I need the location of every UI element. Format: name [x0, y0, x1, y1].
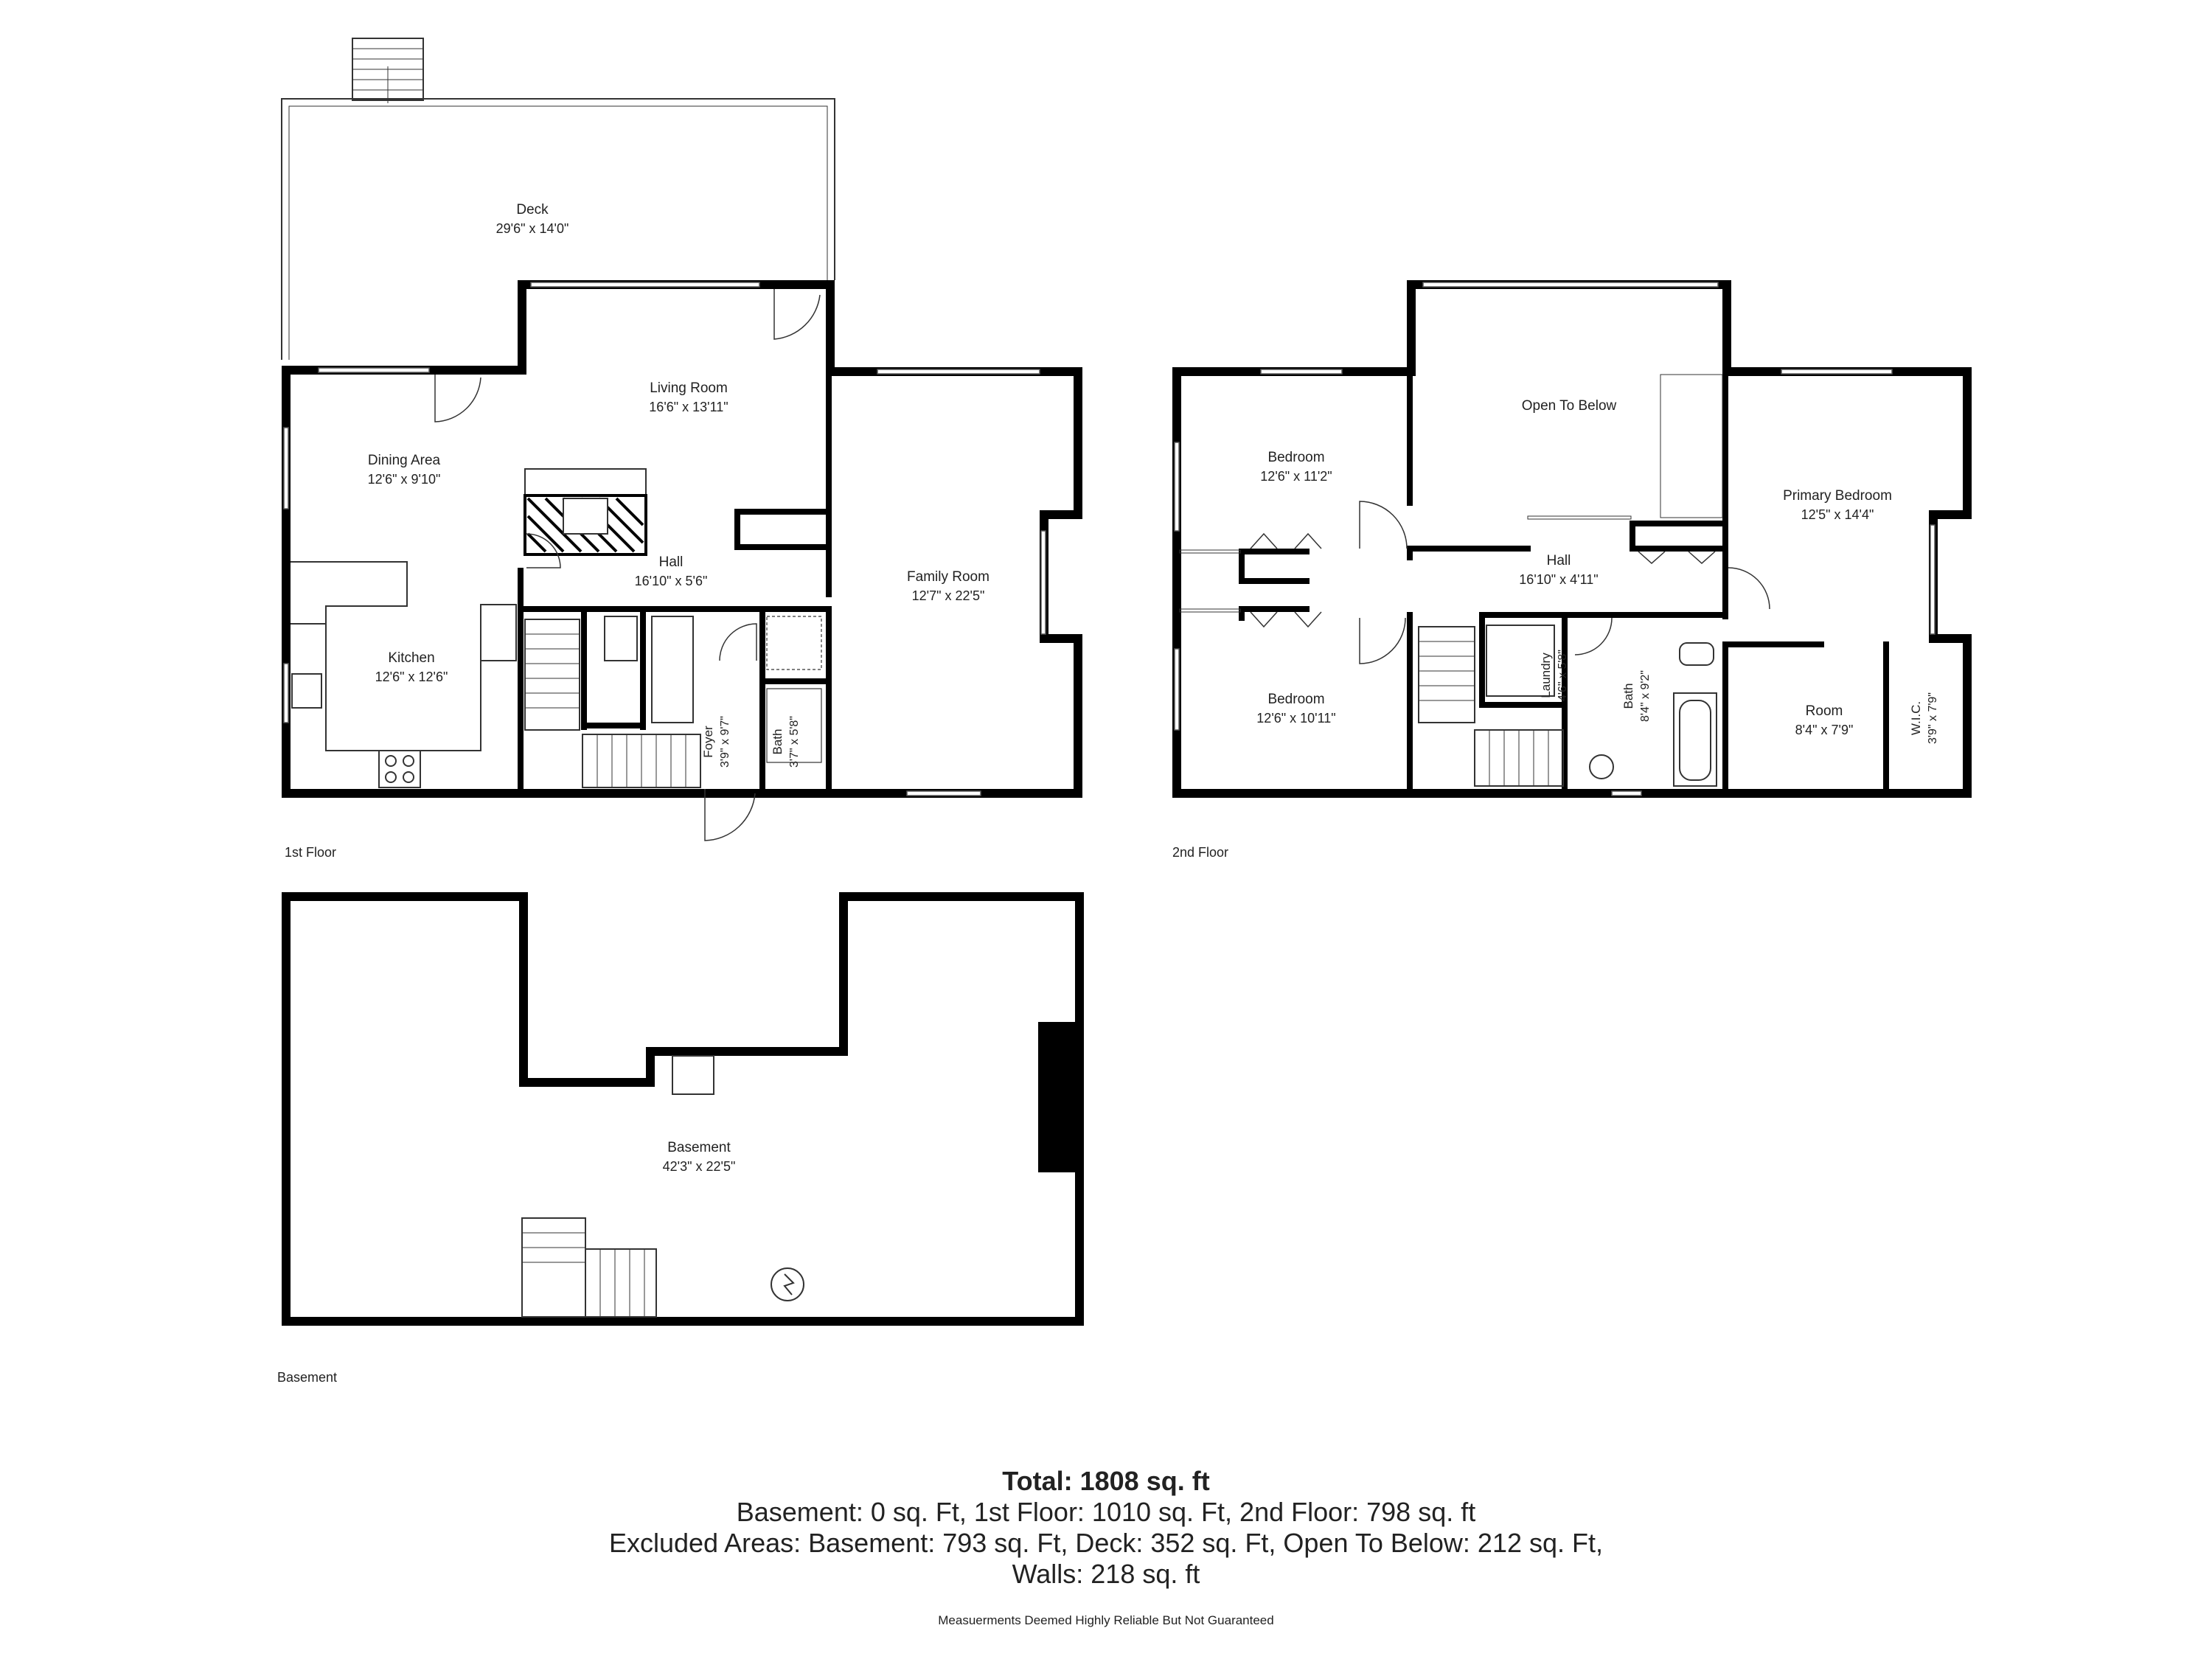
room-dim: 3'7" x 5'8"	[788, 716, 801, 768]
room-name: Living Room	[650, 380, 728, 396]
room-name: Foyer	[701, 726, 715, 758]
total-area: Total: 1808 sq. ft	[1002, 1466, 1210, 1496]
room-dim: 16'10" x 5'6"	[635, 574, 708, 588]
second-floor-walls	[1172, 280, 1972, 798]
room-label-open-below: Open To Below	[1522, 398, 1617, 414]
room-label-family: Family Room 12'7" x 22'5"	[907, 569, 990, 603]
room-name: Open To Below	[1522, 398, 1617, 414]
first-floor-plan: Deck 29'6" x 14'0" Living Room 16'6" x 1…	[281, 38, 1082, 860]
second-floor-plan: Bedroom 12'6" x 11'2" Open To Below Prim…	[1172, 280, 1972, 860]
basement-plan: Basement 42'3" x 22'5" Basement	[277, 892, 1084, 1385]
room-name: Bath	[1621, 684, 1635, 709]
room-dim: 8'4" x 7'9"	[1795, 723, 1854, 737]
room-label-living: Living Room 16'6" x 13'11"	[649, 380, 728, 414]
room-name: Bedroom	[1267, 692, 1324, 707]
room-name: Basement	[667, 1140, 731, 1155]
railings	[1179, 374, 1723, 613]
room-name: Family Room	[907, 569, 990, 585]
first-floor-doors	[434, 289, 822, 841]
second-floor-stairs	[1418, 626, 1564, 787]
room-dim: 12'7" x 22'5"	[912, 588, 985, 603]
room-name: Deck	[516, 202, 549, 218]
room-name: Bedroom	[1267, 450, 1324, 465]
room-name: W.I.C.	[1909, 701, 1923, 735]
room-dim: 12'6" x 11'2"	[1260, 469, 1332, 484]
room-label-foyer: Foyer 3'9" x 9'7"	[701, 716, 731, 768]
room-dim: 12'5" x 14'4"	[1801, 507, 1874, 522]
fireplace	[524, 468, 647, 556]
kitchen-counters	[291, 561, 517, 788]
room-name: Laundry	[1539, 653, 1553, 698]
room-label-bedroom-lower: Bedroom 12'6" x 10'11"	[1256, 692, 1335, 726]
room-name: Primary Bedroom	[1783, 488, 1892, 504]
area-breakdown: Basement: 0 sq. Ft, 1st Floor: 1010 sq. …	[736, 1497, 1476, 1527]
bath-fixtures	[1486, 625, 1717, 787]
room-dim: 3'9" x 7'9"	[1927, 692, 1939, 744]
second-floor-windows	[1174, 282, 1935, 796]
room-dim: 29'6" x 14'0"	[496, 221, 569, 236]
basement-stairs	[521, 1055, 714, 1318]
room-name: Hall	[659, 554, 684, 570]
room-dim: 16'10" x 4'11"	[1519, 572, 1598, 587]
room-label-primary-bedroom: Primary Bedroom 12'5" x 14'4"	[1783, 488, 1892, 522]
closet-doors	[1250, 501, 1770, 664]
room-label-kitchen: Kitchen 12'6" x 12'6"	[375, 650, 448, 684]
room-label-dining: Dining Area 12'6" x 9'10"	[368, 453, 441, 487]
room-name: Room	[1806, 703, 1843, 719]
room-name: Bath	[771, 729, 785, 755]
room-dim: 12'6" x 10'11"	[1256, 711, 1335, 726]
deck-outline	[281, 38, 835, 360]
first-floor-walls	[282, 280, 1082, 798]
floor-label-second: 2nd Floor	[1172, 845, 1228, 860]
electrical-panel-icon	[771, 1267, 804, 1301]
room-label-laundry: Laundry 4'6" x 5'8"	[1539, 650, 1569, 701]
room-dim: 8'4" x 9'2"	[1639, 670, 1652, 722]
room-dim: 16'6" x 13'11"	[649, 400, 728, 414]
room-dim: 42'3" x 22'5"	[663, 1159, 736, 1174]
first-floor-stairs	[524, 616, 701, 788]
room-label-deck: Deck 29'6" x 14'0"	[496, 202, 569, 236]
room-label-basement: Basement 42'3" x 22'5"	[663, 1140, 736, 1174]
room-dim: 4'6" x 5'8"	[1557, 650, 1569, 701]
first-floor-windows	[283, 282, 1046, 796]
room-label-hall: Hall 16'10" x 5'6"	[635, 554, 708, 588]
walls-area: Walls: 218 sq. ft	[1012, 1559, 1200, 1589]
disclaimer: Measuerments Deemed Highly Reliable But …	[938, 1613, 1274, 1627]
room-label-bath-first: Bath 3'7" x 5'8"	[771, 716, 801, 768]
room-dim: 12'6" x 9'10"	[368, 472, 441, 487]
room-label-hall-upper: Hall 16'10" x 4'11"	[1519, 553, 1598, 587]
room-dim: 12'6" x 12'6"	[375, 669, 448, 684]
room-name: Dining Area	[368, 453, 441, 468]
excluded-areas: Excluded Areas: Basement: 793 sq. Ft, De…	[608, 1528, 1604, 1558]
floor-label-basement: Basement	[277, 1370, 337, 1385]
room-label-wic: W.I.C. 3'9" x 7'9"	[1909, 692, 1939, 744]
room-name: Hall	[1547, 553, 1571, 568]
room-label-bedroom-upper: Bedroom 12'6" x 11'2"	[1260, 450, 1332, 484]
room-label-room: Room 8'4" x 7'9"	[1795, 703, 1854, 737]
floor-label-first: 1st Floor	[285, 845, 336, 860]
basement-walls	[282, 892, 1084, 1326]
room-name: Kitchen	[388, 650, 434, 666]
room-dim: 3'9" x 9'7"	[719, 716, 731, 768]
room-label-bath-upper: Bath 8'4" x 9'2"	[1621, 670, 1652, 722]
